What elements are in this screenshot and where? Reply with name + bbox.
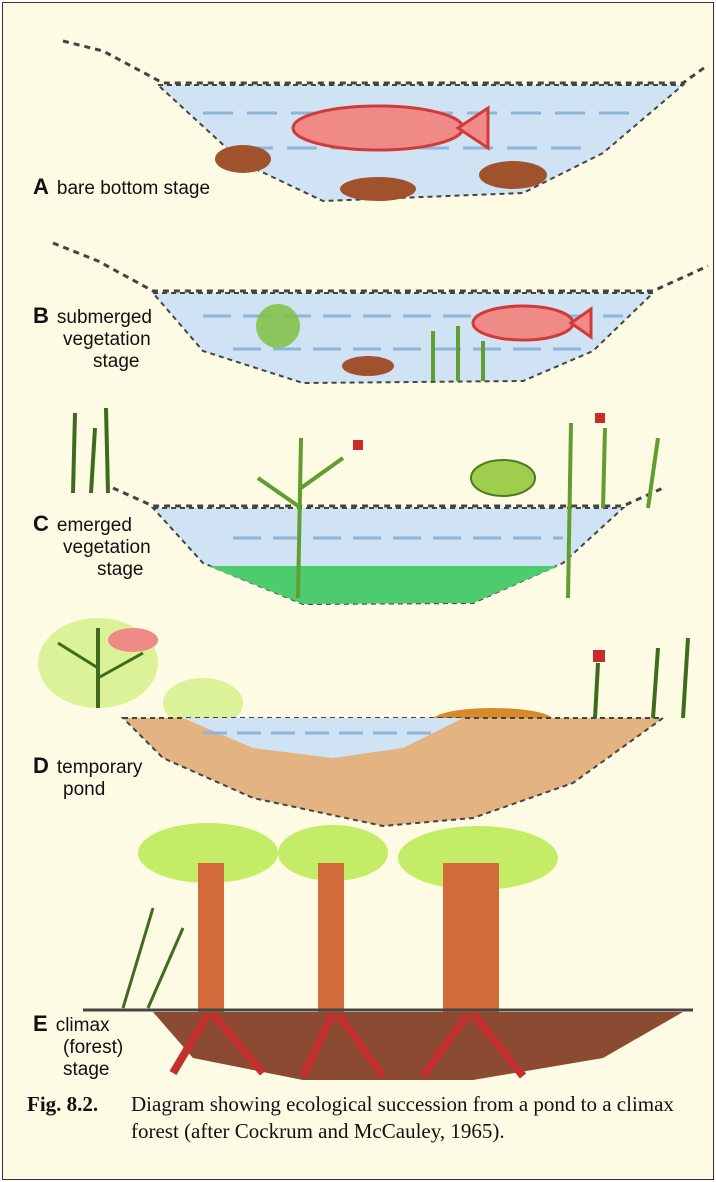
stage-letter: B: [33, 303, 49, 328]
stage-text: temporary: [57, 757, 143, 778]
stage-letter: A: [33, 174, 49, 199]
caption-line-2: forest (after Cockrum and McCauley, 1965…: [27, 1118, 697, 1145]
stage-text: submerged: [57, 307, 152, 328]
figure-caption: Fig. 8.2.Diagram showing ecological succ…: [27, 1091, 697, 1145]
figure-number: Fig. 8.2.: [27, 1091, 131, 1118]
cattail-cluster: [595, 638, 688, 718]
stage-letter: E: [33, 1011, 48, 1036]
tree-trunk: [318, 863, 344, 1013]
submerged-plant: [256, 304, 300, 348]
undergrowth: [123, 908, 183, 1008]
rock: [340, 177, 416, 201]
bird: [108, 628, 158, 652]
stage-text: stage: [33, 351, 152, 373]
stage-text: vegetation: [33, 537, 151, 559]
caption-line-1: Diagram showing ecological succession fr…: [131, 1092, 674, 1116]
stage-text: emerged: [57, 515, 132, 536]
stage-d-illustration: [3, 608, 713, 838]
fish: [293, 106, 463, 150]
rock: [479, 161, 547, 189]
fish: [473, 306, 573, 340]
tree-trunk: [198, 863, 224, 1013]
rock: [342, 356, 394, 376]
stage-text: climax: [56, 1015, 110, 1036]
stage-text: pond: [33, 779, 142, 801]
rock: [215, 145, 271, 173]
stage-text: stage: [33, 1059, 123, 1081]
frog: [471, 460, 535, 496]
stage-letter: D: [33, 753, 49, 778]
stage-letter: C: [33, 511, 49, 536]
stage-text: bare bottom stage: [57, 178, 210, 199]
tree-trunk: [443, 863, 499, 1013]
stage-text: (forest): [33, 1037, 123, 1059]
reed-cluster: [73, 408, 108, 493]
stage-text: stage: [33, 559, 151, 581]
stage-text: vegetation: [33, 329, 152, 351]
